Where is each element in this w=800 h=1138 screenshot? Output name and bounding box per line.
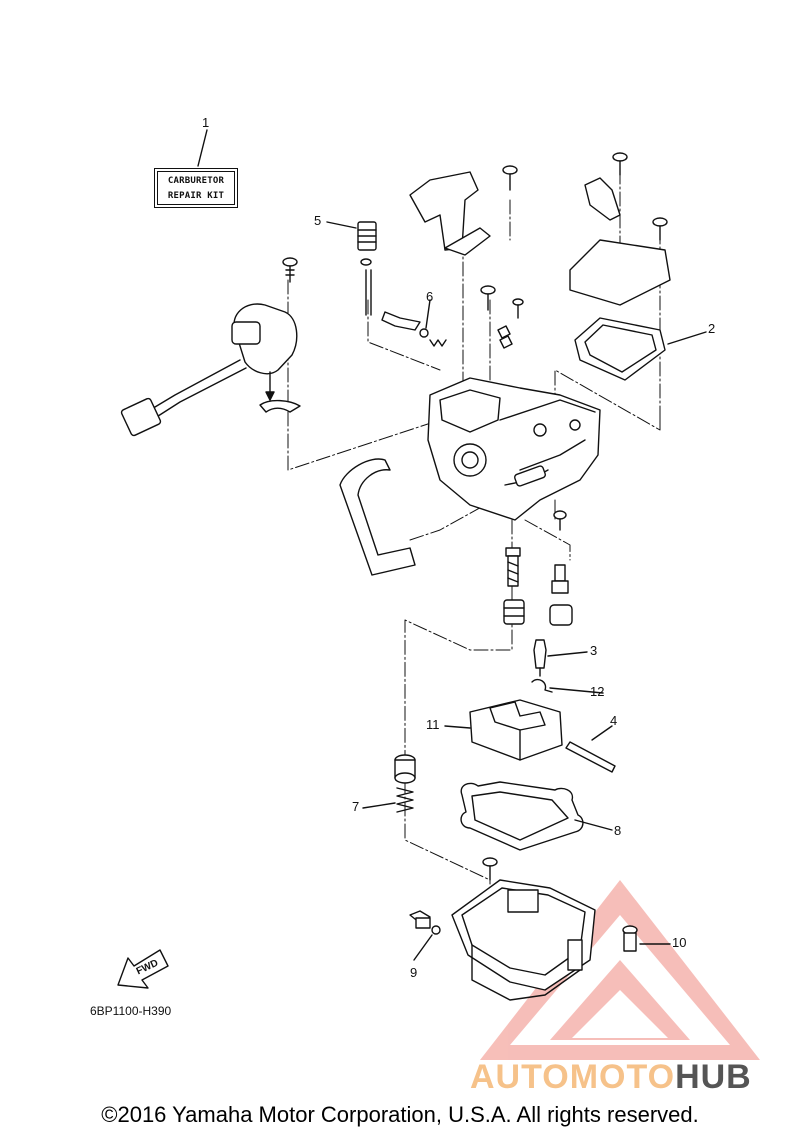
screw-left [282,257,298,283]
fwd-arrow [117,949,169,989]
callout-2: 2 [708,321,716,336]
kit-label-line1: CARBURETOR [167,176,225,186]
main-jet-assembly [503,547,573,626]
spring-part-7 [394,754,416,813]
callout-4: 4 [610,713,618,728]
callout-3: 3 [590,643,598,658]
watermark-text: AUTOMOTOHUB [470,1058,752,1097]
top-cover-plate [569,152,671,306]
watermark-triangle [480,880,760,1060]
callout-1: 1 [202,115,210,130]
watermark-part1: AUTOMOTO [470,1058,676,1096]
callout-5: 5 [314,213,322,228]
float-pin-part-4 [565,741,616,773]
throttle-bracket [409,165,518,256]
callout-6: 6 [426,289,434,304]
fuel-hose [339,458,416,576]
callout-9: 9 [410,965,418,980]
fuel-pipe-assembly [120,303,301,437]
screw-part-10 [622,925,638,952]
gasket-part-8 [460,781,584,851]
callout-11: 11 [426,717,440,732]
carburetor-body [427,285,601,531]
clip-part-12 [531,678,553,693]
callout-10: 10 [672,935,687,950]
callout-12: 12 [590,684,605,699]
pilot-screw [381,311,447,347]
callout-8: 8 [614,823,622,838]
jet-part-5 [357,221,377,316]
repair-kit-label: CARBURETOR REPAIR KIT [154,168,238,208]
watermark-part2: HUB [675,1058,752,1096]
callout-7: 7 [352,799,360,814]
gasket-part-2 [574,317,666,381]
drain-screw-part-9 [409,910,441,935]
copyright-notice: ©2016 Yamaha Motor Corporation, U.S.A. A… [101,1102,699,1127]
needle-valve-part-3 [533,639,547,677]
kit-label-line2: REPAIR KIT [167,191,225,201]
figure-code: 6BP1100-H390 [90,1004,172,1018]
float-part-11 [469,699,563,761]
float-bowl [451,857,596,1001]
